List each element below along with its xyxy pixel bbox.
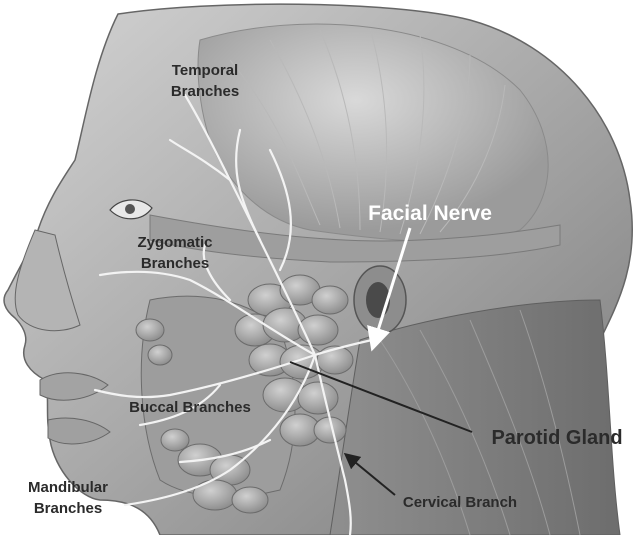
- pupil: [125, 204, 135, 214]
- label-facial-nerve: Facial Nerve: [368, 202, 492, 225]
- label-mandibular-line1: Mandibular: [28, 479, 108, 496]
- label-mandibular-line2: Branches: [34, 500, 102, 517]
- label-temporal-line1: Temporal: [172, 62, 238, 79]
- label-cervical-branch: Cervical Branch: [403, 494, 517, 511]
- label-zygomatic-line2: Branches: [141, 255, 209, 272]
- label-parotid-gland: Parotid Gland: [491, 427, 622, 449]
- label-temporal-line2: Branches: [171, 83, 239, 100]
- label-zygomatic-line1: Zygomatic: [137, 234, 212, 251]
- label-buccal: Buccal Branches: [129, 399, 251, 416]
